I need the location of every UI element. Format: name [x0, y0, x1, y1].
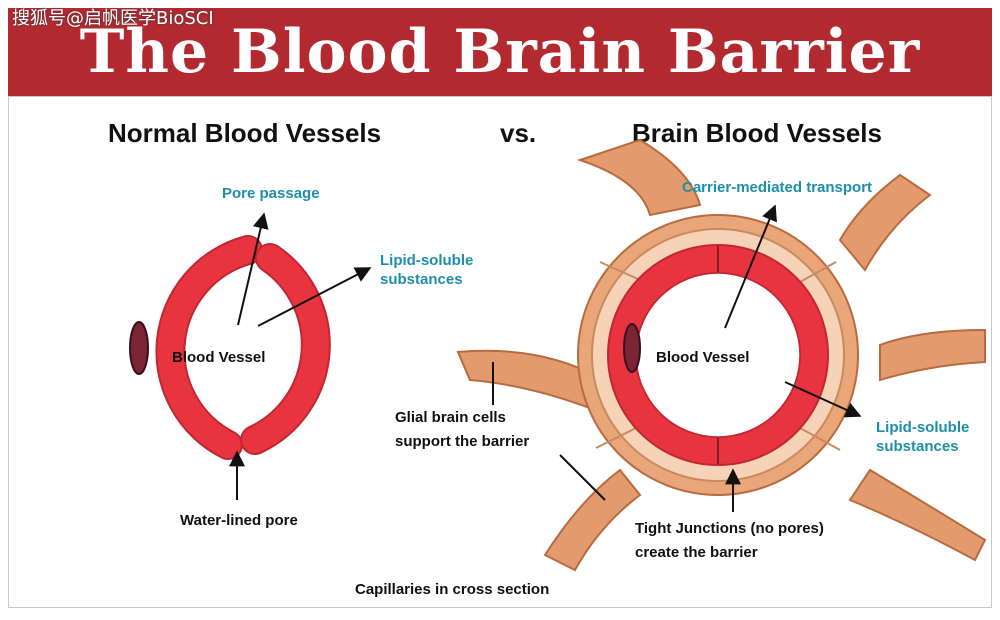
watermark-text: 搜狐号@启帆医学BioSCI [12, 8, 214, 29]
arrow-carrier-transport [724, 204, 777, 329]
header-normal-vessels: Normal Blood Vessels [108, 118, 381, 148]
label-lipid-soluble-right-1: Lipid-soluble [876, 419, 969, 436]
label-lipid-soluble-right-2: substances [876, 438, 959, 455]
title-banner: The Blood Brain Barrier [8, 8, 992, 96]
pointer-glial-lower [559, 454, 606, 501]
label-lipid-soluble-left-2: substances [380, 271, 463, 288]
header-vs: vs. [500, 118, 536, 148]
arrow-lipid-right [784, 381, 862, 418]
arrow-pore-passage [237, 212, 269, 326]
arrow-lipid-left [257, 267, 372, 327]
header-brain-vessels: Brain Blood Vessels [632, 118, 882, 148]
label-water-lined-pore: Water-lined pore [180, 512, 298, 529]
label-lipid-soluble-left-1: Lipid-soluble [380, 252, 473, 269]
label-pore-passage: Pore passage [222, 185, 320, 202]
caption-cross-section: Capillaries in cross section [355, 581, 549, 598]
cell-nucleus-brain [623, 323, 641, 373]
label-tight-junctions-2: create the barrier [635, 544, 758, 561]
page-title: The Blood Brain Barrier [79, 17, 921, 87]
brain-vessel [607, 244, 829, 466]
normal-vessel [129, 235, 331, 460]
label-blood-vessel-right: Blood Vessel [656, 349, 749, 366]
label-glial-cells-2: support the barrier [395, 433, 529, 450]
label-tight-junctions-1: Tight Junctions (no pores) [635, 520, 824, 537]
label-glial-cells-1: Glial brain cells [395, 409, 506, 426]
label-blood-vessel-left: Blood Vessel [172, 349, 265, 366]
label-carrier-transport: Carrier-mediated transport [682, 179, 872, 196]
cell-nucleus [129, 321, 149, 375]
